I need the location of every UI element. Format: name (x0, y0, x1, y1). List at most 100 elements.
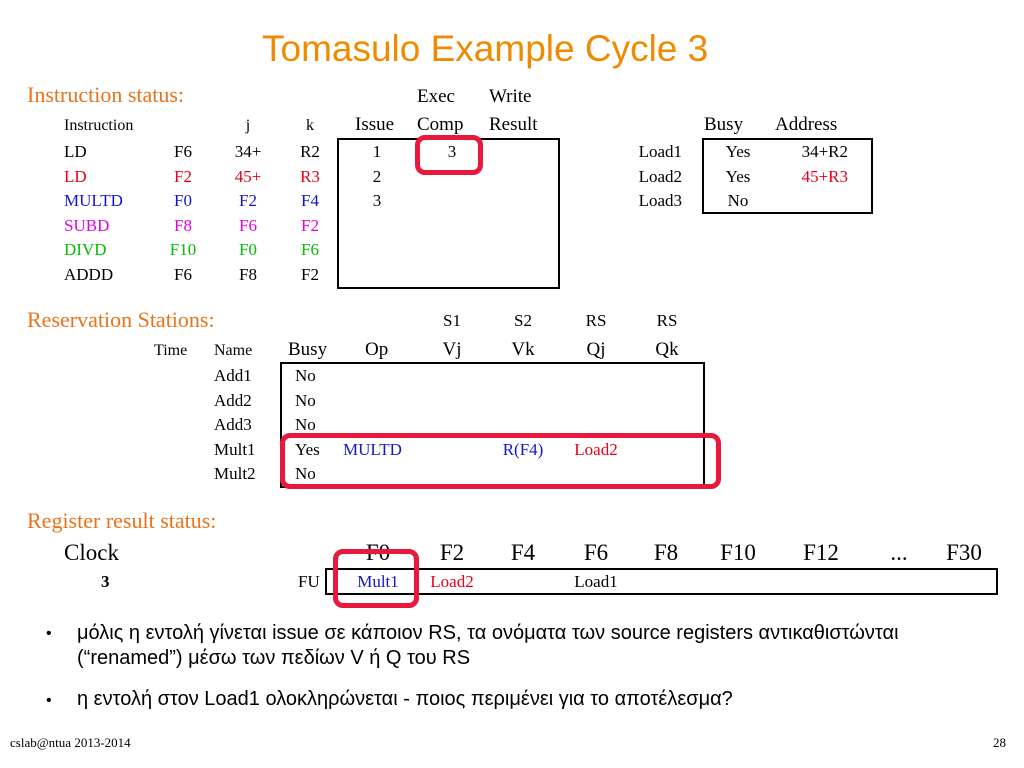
register-result-heading: Register result status: (27, 508, 217, 533)
load-buffer-name: Load3 (638, 191, 682, 210)
instruction-op: MULTD (64, 191, 123, 210)
highlight-f0-register (333, 549, 419, 608)
footer-credit: cslab@ntua 2013-2014 (10, 735, 131, 750)
register-name: F2 (439, 540, 465, 565)
instruction-exec-complete: 3 (447, 142, 457, 161)
register-name: F12 (803, 540, 839, 565)
load-buffer-name: Load1 (638, 142, 682, 161)
bullet-text-2: η εντολή στον Load1 ολοκληρώνεται - ποιο… (77, 688, 733, 710)
rs-qj: Load2 (574, 439, 618, 459)
register-name: F8 (653, 540, 679, 565)
rs-busy: No (295, 415, 316, 434)
op-header: Op (365, 339, 389, 360)
instruction-dest: F10 (169, 240, 197, 259)
register-name: ... (890, 540, 908, 565)
instruction-k: R3 (300, 166, 320, 186)
register-name: F10 (720, 540, 756, 565)
k-header: k (306, 117, 314, 134)
j-header: j (245, 117, 251, 134)
register-fu: Load2 (430, 572, 474, 591)
vj-header: Vj (442, 339, 462, 360)
register-name: F6 (583, 540, 609, 565)
reservation-stations-heading: Reservation Stations: (27, 307, 215, 332)
rs-name: Add2 (214, 390, 252, 410)
name-header: Name (214, 342, 253, 359)
load-address-header: Address (775, 114, 838, 135)
instruction-status-heading: Instruction status: (27, 82, 185, 107)
write-header-bottom: Result (489, 114, 538, 135)
instruction-j: F6 (239, 215, 257, 235)
instruction-k: R2 (300, 142, 320, 161)
exec-header-bottom: Comp (417, 114, 464, 135)
register-fu: Mult1 (357, 572, 399, 591)
instruction-j: F8 (239, 264, 257, 284)
register-fu: Load1 (574, 572, 618, 591)
instruction-k: F4 (301, 191, 319, 210)
bullet-dot-2: • (46, 692, 52, 709)
rs-busy: No (295, 366, 316, 385)
instruction-dest: F6 (174, 264, 192, 284)
instruction-k: F2 (301, 264, 319, 284)
highlight-mult1-row (280, 433, 721, 489)
instruction-issue: 3 (372, 191, 382, 210)
instruction-issue: 2 (372, 166, 382, 186)
instruction-j: F0 (239, 240, 257, 259)
register-name: F30 (946, 540, 982, 565)
register-name: F4 (510, 540, 536, 565)
rs-name: Add1 (214, 366, 252, 385)
instruction-header: Instruction (64, 117, 134, 134)
time-header: Time (154, 342, 188, 359)
page-number: 28 (993, 735, 1006, 750)
exec-header-top: Exec (417, 86, 455, 107)
instruction-dest: F2 (174, 166, 192, 186)
load-buffer-address: 45+R3 (801, 166, 848, 186)
instruction-op: DIVD (64, 240, 107, 259)
load-buffer-busy: Yes (725, 142, 751, 161)
rs-busy: No (295, 390, 316, 410)
slide-title: Tomasulo Example Cycle 3 (262, 28, 709, 69)
qk-header: Qk (655, 339, 679, 360)
load-buffer-name: Load2 (638, 166, 682, 186)
instruction-op: ADDD (64, 264, 114, 284)
clock-value: 3 (101, 572, 110, 591)
instruction-j: 45+ (234, 166, 262, 186)
instruction-k: F6 (301, 240, 319, 259)
rs-name: Mult1 (214, 439, 256, 459)
instruction-j: 34+ (234, 142, 262, 161)
instruction-dest: F6 (174, 142, 192, 161)
rs-name: Add3 (214, 415, 252, 434)
rs-header-1: RS (585, 311, 607, 330)
instruction-dest: F0 (174, 191, 192, 210)
s2-header: S2 (514, 311, 532, 330)
rs-busy: Yes (295, 439, 320, 459)
instruction-op: SUBD (64, 215, 110, 235)
instruction-dest: F8 (174, 215, 192, 235)
rs-name: Mult2 (214, 464, 256, 483)
bullet-dot-1: • (46, 625, 52, 642)
load-buffer-address: 34+R2 (801, 142, 848, 161)
qj-header: Qj (586, 339, 606, 360)
busy-header: Busy (288, 339, 328, 360)
vk-header: Vk (511, 339, 535, 360)
instruction-k: F2 (301, 215, 319, 235)
clock-label: Clock (64, 540, 119, 565)
load-buffer-box (702, 138, 873, 214)
rs-header-2: RS (656, 311, 678, 330)
rs-vk: R(F4) (502, 439, 544, 459)
rs-op: MULTD (343, 439, 402, 459)
bullet-text-1: μόλις η εντολή γίνεται issue σε κάποιον … (77, 622, 899, 669)
issue-header: Issue (355, 114, 395, 135)
highlight-exec-complete (415, 135, 483, 175)
load-buffer-busy: Yes (725, 166, 751, 186)
instruction-op: LD (64, 166, 87, 186)
write-header-top: Write (489, 86, 532, 107)
instruction-issue: 1 (372, 142, 382, 161)
fu-label: FU (298, 572, 320, 591)
s1-header: S1 (443, 311, 461, 330)
instruction-j: F2 (239, 191, 257, 210)
register-status-box (325, 568, 998, 595)
load-buffer-busy: No (727, 191, 749, 210)
load-busy-header: Busy (704, 114, 744, 135)
rs-busy: No (295, 464, 316, 483)
instruction-op: LD (64, 142, 87, 161)
